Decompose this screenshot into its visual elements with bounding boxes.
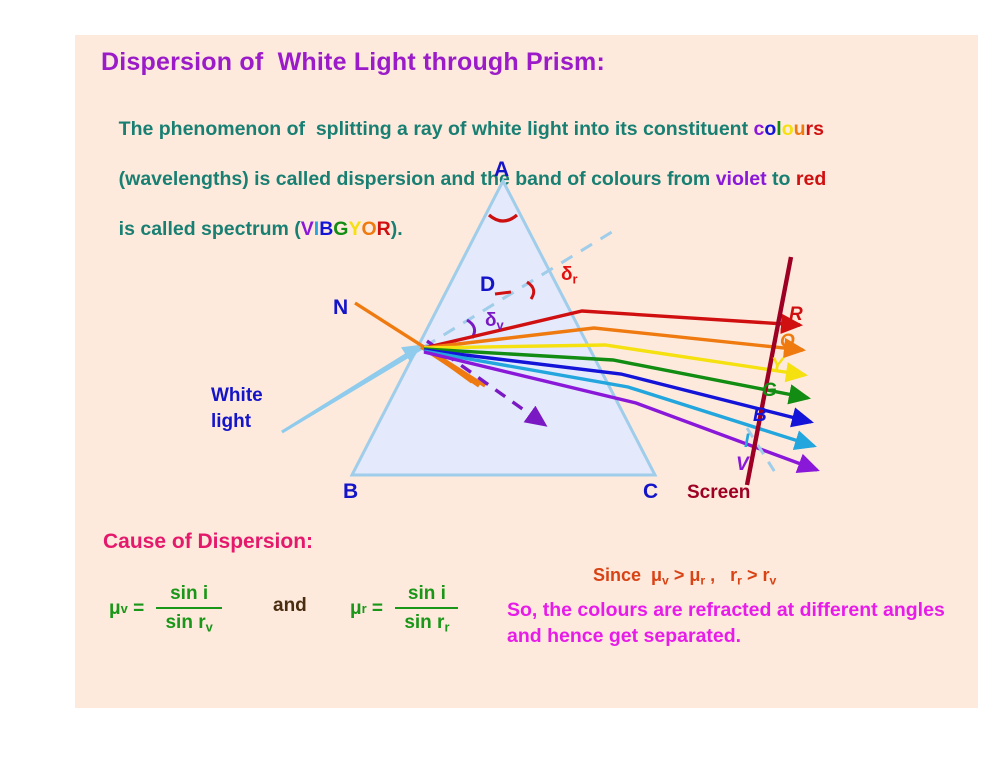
spectrum-label-r: R (789, 304, 803, 325)
vibgyor-letter-2: B (319, 218, 334, 240)
incident-white-ray (281, 345, 425, 434)
red-word: red (795, 168, 827, 190)
cause-heading: Cause of Dispersion: (103, 530, 314, 553)
denominator-r-subscript: r (444, 619, 450, 635)
fraction-v: sin i sin rv (156, 583, 222, 635)
delta-v-symbol: δ (485, 310, 497, 331)
ray-violet (423, 350, 820, 473)
spectrum-label-i: I (744, 431, 750, 452)
delta-v-subscript: v (496, 317, 504, 333)
denominator-r-text: sin r (404, 612, 445, 633)
vibgyor-letter-5: O (361, 218, 377, 240)
prism-dispersion-diagram (281, 177, 820, 486)
denominator-v: sin rv (156, 607, 222, 635)
equals-v: = (127, 597, 150, 619)
vibgyor-letter-3: G (333, 218, 349, 240)
exit-normal-dashed (745, 427, 780, 478)
mu-r-subscript: r (361, 601, 367, 617)
since-sub-r2: r (737, 573, 742, 588)
denominator-v-text: sin r (165, 612, 206, 633)
intro-text-part5: ). (390, 218, 403, 240)
screen-line (744, 256, 794, 486)
screen-label: Screen (687, 482, 751, 503)
delta-r-label: δr (561, 264, 578, 287)
mu-v-subscript: v (120, 601, 128, 617)
ray-red (423, 309, 804, 350)
spectrum-label-v: V (736, 454, 749, 475)
since-mid2: , r (705, 565, 738, 585)
denominator-r: sin rr (395, 607, 459, 635)
numerator-r: sin i (407, 583, 446, 604)
slide-canvas: Dispersion of White Light through Prism:… (75, 35, 978, 708)
apex-angle-arc (487, 213, 519, 223)
colours-letter-6: s (813, 118, 824, 140)
page-title: Dispersion of White Light through Prism: (101, 48, 606, 76)
since-sub-v1: v (662, 573, 669, 588)
intro-text-part3: to (766, 168, 796, 190)
fraction-r: sin i sin rr (395, 583, 459, 635)
ray-orange (423, 326, 807, 359)
vertex-label-c: C (643, 480, 659, 503)
delta-r-subscript: r (572, 271, 578, 287)
ray-blue (423, 348, 814, 428)
mu-v-symbol: μ (109, 597, 121, 619)
colours-letter-4: u (793, 118, 806, 140)
ray-indigo (423, 349, 817, 450)
mu-r-symbol: μ (350, 597, 362, 619)
intro-text-part2: (wavelengths) is called dispersion and t… (118, 168, 716, 190)
vertex-label-b: B (343, 480, 359, 503)
colours-letter-2: l (776, 118, 782, 140)
since-sub-r1: r (700, 573, 706, 588)
white-light-line2: light (211, 411, 252, 432)
equals-r: = (366, 597, 389, 619)
normal-line-upper (354, 301, 486, 388)
since-inequality: Since μv > μr , rr > rv (593, 565, 776, 587)
ray-green (423, 347, 812, 405)
numerator-v: sin i (170, 583, 209, 604)
violet-word: violet (715, 168, 767, 190)
colours-rainbow-word: colours (754, 118, 825, 140)
colours-letter-0: c (753, 118, 765, 140)
incident-ray-extension-dashed (423, 225, 621, 349)
denominator-v-subscript: v (205, 619, 213, 635)
conclusion-statement: So, the colours are refracted at differe… (507, 599, 951, 647)
spectrum-label-o: O (780, 331, 795, 352)
since-mid1: > μ (668, 565, 701, 585)
intro-text-part4: is called spectrum ( (118, 218, 301, 240)
delta-r-angle-arc (526, 280, 536, 300)
normal-label-n: N (333, 296, 349, 319)
vibgyor-letter-1: I (313, 218, 320, 240)
vibgyor-letter-0: V (300, 218, 314, 240)
since-text: Since μ (593, 565, 663, 585)
spectrum-label-g: G (762, 380, 777, 401)
delta-v-label: δv (485, 310, 504, 333)
intro-paragraph: The phenomenon of splitting a ray of whi… (97, 92, 967, 267)
vibgyor-letter-4: Y (348, 218, 362, 240)
and-connector: and (273, 595, 307, 616)
vibgyor-letter-6: R (376, 218, 391, 240)
ray-yellow (423, 343, 809, 383)
colours-letter-3: o (781, 118, 794, 140)
white-light-line1: White (211, 385, 263, 406)
point-label-d: D (480, 273, 496, 296)
since-sub-v2: v (769, 573, 777, 588)
since-mid3: > r (741, 565, 770, 585)
vibgyor-acronym: VIBGYOR (301, 218, 391, 240)
white-light-label: White light (211, 383, 263, 435)
spectrum-label-y: Y (771, 355, 784, 376)
intro-text-part1: The phenomenon of splitting a ray of whi… (118, 118, 754, 140)
delta-r-tick (494, 290, 512, 296)
colours-letter-1: o (764, 118, 777, 140)
colours-letter-5: r (805, 118, 814, 140)
vertex-label-a: A (494, 158, 510, 181)
delta-r-symbol: δ (561, 264, 573, 285)
spectrum-label-b: B (753, 405, 767, 426)
